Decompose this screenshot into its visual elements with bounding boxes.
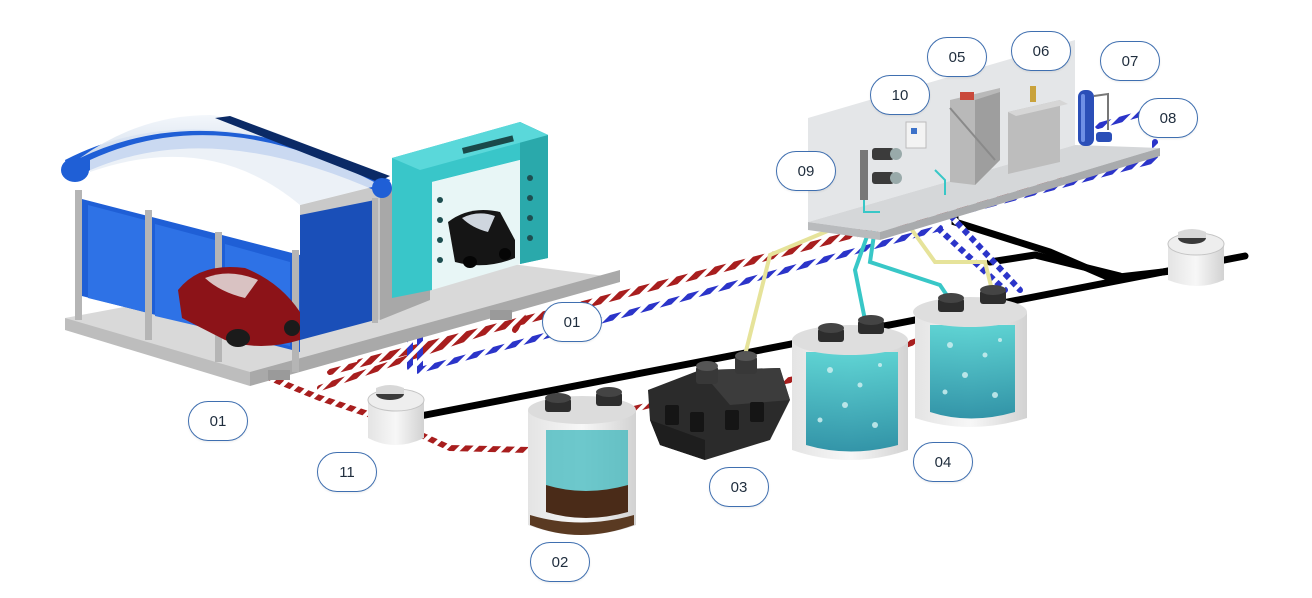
biological-tank-1	[792, 315, 908, 460]
inlet-manhole	[367, 385, 425, 445]
wash-bay	[61, 115, 620, 386]
technical-room	[808, 40, 1160, 240]
label-wash-bay-pipe: 01	[542, 302, 602, 342]
pump-group-icon	[860, 148, 902, 213]
sludge-tank	[528, 387, 636, 535]
label-sludge-tank: 02	[530, 542, 590, 582]
label-inlet-manhole: 11	[317, 452, 377, 492]
dosing-unit-05-icon	[934, 88, 1000, 195]
label-biological-tanks: 04	[913, 442, 973, 482]
label-wash-bay: 01	[188, 401, 248, 441]
label-pump-group: 09	[776, 151, 836, 191]
oil-separator	[648, 351, 790, 460]
pressure-vessel-icon	[1078, 90, 1112, 146]
black-car-icon	[448, 209, 515, 268]
label-control-panel: 10	[870, 75, 930, 115]
feed-pipes	[743, 226, 994, 357]
wash-gantry	[392, 122, 548, 298]
label-pressure-vessel: 07	[1100, 41, 1160, 81]
label-dosing-unit-05: 05	[927, 37, 987, 77]
dosing-unit-06-icon	[1008, 86, 1068, 174]
label-clean-water-outlet: 08	[1138, 98, 1198, 138]
control-panel-icon	[905, 121, 927, 149]
label-dosing-unit-06: 06	[1011, 31, 1071, 71]
outlet-manhole	[1167, 229, 1225, 286]
label-oil-separator: 03	[709, 467, 769, 507]
red-car-icon	[178, 266, 300, 347]
biological-tank-2	[913, 285, 1027, 427]
